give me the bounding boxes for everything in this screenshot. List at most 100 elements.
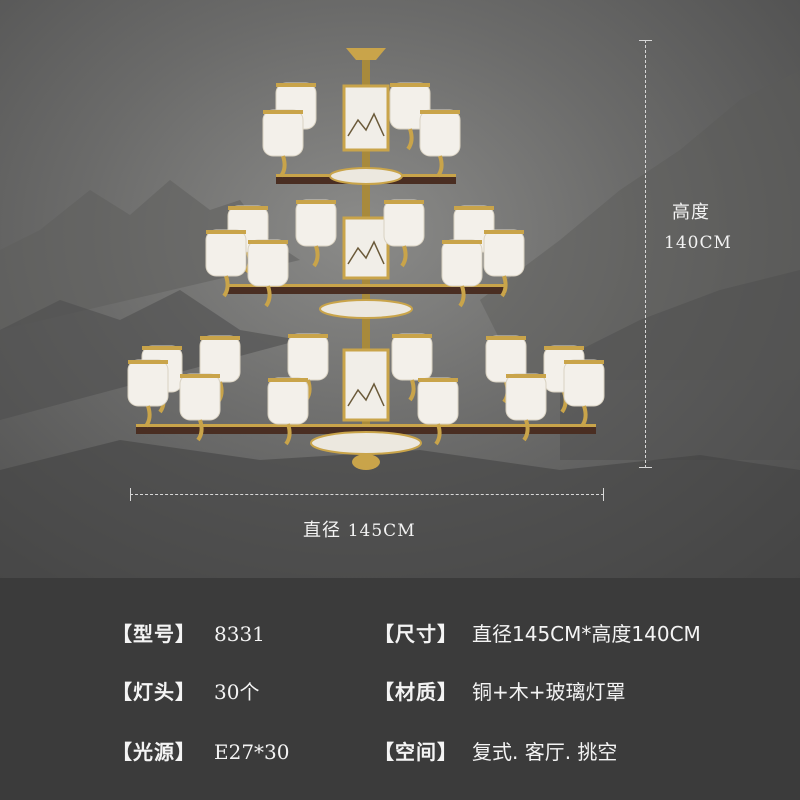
wood-arm-tier-3 — [136, 426, 596, 434]
diameter-value: 145CM — [347, 521, 416, 541]
glass-shade-2-2 — [295, 199, 337, 247]
mountain-backdrop — [0, 70, 800, 420]
bottom-finial — [352, 454, 380, 470]
hero-section: 高度 140CM 直径 145CM — [0, 0, 800, 578]
height-dimension-line — [645, 40, 646, 468]
glass-shade-1-4 — [419, 109, 461, 157]
column-mountain-art-tier-1 — [347, 112, 385, 137]
brass-holder-3-12 — [434, 423, 442, 446]
spec-bulbs-value: 30个 — [214, 680, 260, 704]
glass-shade-3-9 — [179, 373, 221, 421]
spec-size-value: 直径145CM*高度140CM — [472, 622, 701, 646]
glass-shade-2-6 — [483, 229, 525, 277]
spec-panel: 【型号】 8331 【尺寸】直径145CM*高度140CM 【灯头】 30个 【材质… — [0, 578, 800, 800]
spec-material-value: 铜+木+玻璃灯罩 — [472, 680, 626, 704]
brass-holder-3-11 — [284, 423, 292, 446]
diameter-dimension-cap-right — [603, 488, 604, 501]
spec-size-key: 【尺寸】 — [374, 622, 458, 646]
column-mountain-art-tier-3 — [347, 382, 385, 407]
spec-space-value: 复式. 客厅. 挑空 — [472, 740, 618, 764]
wood-arm-tier-2 — [226, 286, 506, 294]
shade-rim-1-3 — [263, 110, 303, 114]
height-dimension-cap-bottom — [639, 467, 652, 468]
center-column-tier-1 — [342, 84, 390, 152]
brass-trim-tier-3 — [136, 424, 596, 427]
shade-rim-3-6 — [544, 346, 584, 350]
shade-rim-1-2 — [390, 83, 430, 87]
column-mountain-art-tier-2 — [347, 240, 385, 265]
center-column-tier-2 — [342, 216, 390, 280]
brass-holder-2-7 — [264, 285, 272, 308]
glass-shade-2-7 — [247, 239, 289, 287]
glass-shade-2-3 — [383, 199, 425, 247]
shade-rim-3-10 — [506, 374, 546, 378]
brass-holder-3-9 — [196, 419, 204, 442]
glass-shade-3-4 — [391, 333, 433, 381]
spec-model-value: 8331 — [214, 622, 265, 646]
height-value-text: 140CM — [664, 233, 732, 253]
jade-plate-tier-2 — [319, 299, 413, 319]
shade-rim-1-1 — [276, 83, 316, 87]
diameter-label: 直径 145CM — [303, 516, 416, 542]
shade-rim-3-12 — [418, 378, 458, 382]
brass-holder-3-8 — [580, 405, 588, 428]
shade-rim-2-3 — [384, 200, 424, 204]
jade-plate-tier-3 — [310, 431, 422, 455]
glass-shade-3-10 — [505, 373, 547, 421]
spec-material: 【材质】铜+木+玻璃灯罩 — [374, 676, 626, 705]
brass-holder-1-2 — [406, 128, 414, 151]
spec-bulbs-key: 【灯头】 — [112, 680, 196, 704]
diameter-dimension-cap-left — [130, 488, 131, 501]
shade-rim-3-9 — [180, 374, 220, 378]
shade-rim-2-2 — [296, 200, 336, 204]
brass-holder-2-6 — [500, 275, 508, 298]
brass-holder-2-2 — [312, 245, 320, 268]
shade-rim-3-8 — [564, 360, 604, 364]
ceiling-canopy — [346, 48, 386, 60]
height-value: 140CM — [664, 232, 732, 253]
spec-light-source: 【光源】 E27*30 — [112, 736, 290, 765]
shade-rim-2-7 — [248, 240, 288, 244]
brass-holder-2-8 — [458, 285, 466, 308]
glass-shade-2-5 — [205, 229, 247, 277]
glass-shade-3-7 — [127, 359, 169, 407]
diameter-dimension-line — [130, 494, 604, 495]
shade-rim-3-3 — [288, 334, 328, 338]
shade-rim-2-8 — [442, 240, 482, 244]
brass-holder-3-4 — [408, 379, 416, 402]
spec-light-source-value: E27*30 — [214, 740, 290, 764]
glass-shade-3-3 — [287, 333, 329, 381]
glass-shade-1-3 — [262, 109, 304, 157]
glass-shade-3-11 — [267, 377, 309, 425]
shade-rim-2-4 — [454, 206, 494, 210]
height-label: 高度 — [672, 202, 710, 223]
shade-rim-3-2 — [200, 336, 240, 340]
brass-holder-3-7 — [144, 405, 152, 428]
brass-holder-2-5 — [222, 275, 230, 298]
brass-holder-1-3 — [279, 155, 287, 178]
glass-shade-3-8 — [563, 359, 605, 407]
jade-plate-tier-1 — [329, 167, 403, 185]
spec-space-key: 【空间】 — [374, 740, 458, 764]
brass-holder-1-4 — [436, 155, 444, 178]
shade-rim-2-1 — [228, 206, 268, 210]
shade-rim-2-5 — [206, 230, 246, 234]
spec-space: 【空间】复式. 客厅. 挑空 — [374, 736, 617, 765]
spec-bulbs: 【灯头】 30个 — [112, 676, 259, 705]
shade-rim-3-1 — [142, 346, 182, 350]
shade-rim-3-4 — [392, 334, 432, 338]
brass-holder-2-3 — [400, 245, 408, 268]
glass-shade-3-12 — [417, 377, 459, 425]
glass-shade-2-8 — [441, 239, 483, 287]
brass-trim-tier-2 — [226, 284, 506, 287]
shade-rim-2-6 — [484, 230, 524, 234]
spec-size: 【尺寸】直径145CM*高度140CM — [374, 618, 701, 647]
spec-light-source-key: 【光源】 — [112, 740, 196, 764]
diameter-label-text: 直径 — [303, 520, 341, 541]
spec-material-key: 【材质】 — [374, 680, 458, 704]
spec-model-key: 【型号】 — [112, 622, 196, 646]
shade-rim-1-4 — [420, 110, 460, 114]
center-column-tier-3 — [342, 348, 390, 422]
chandelier-illustration — [127, 48, 605, 470]
